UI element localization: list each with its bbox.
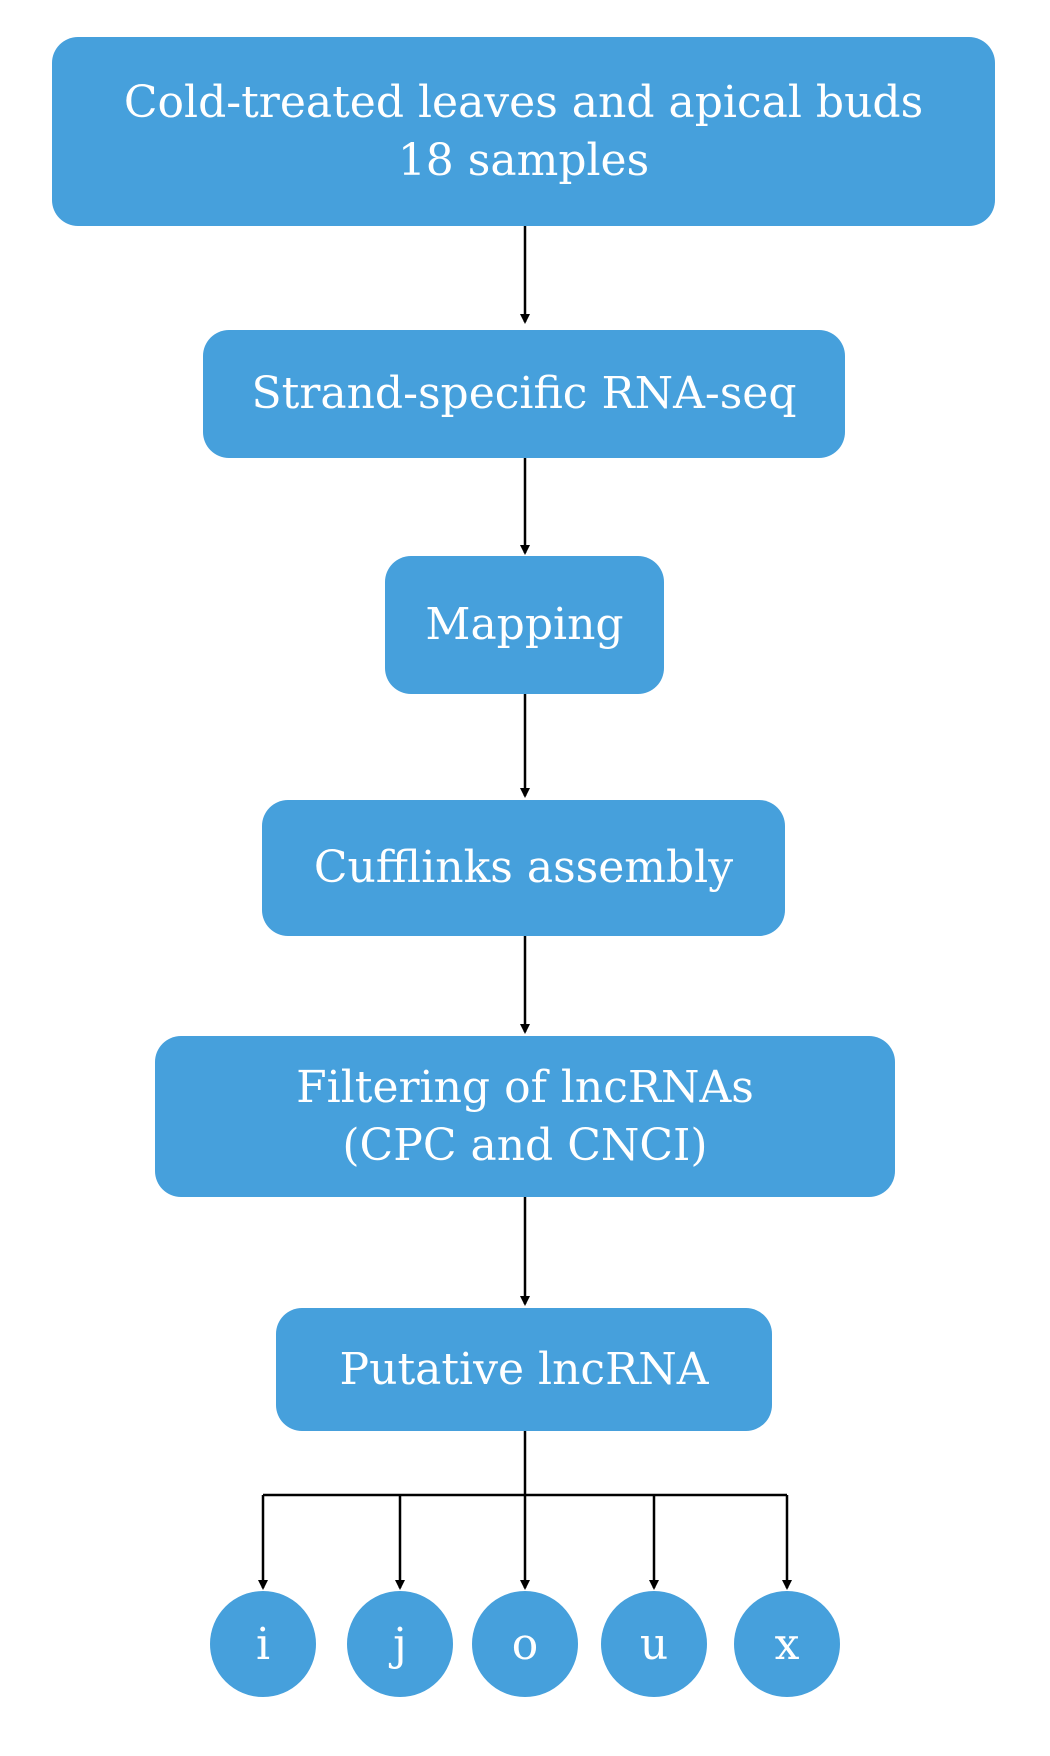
class-node-j-label: j	[393, 1618, 407, 1670]
step-samples: Cold-treated leaves and apical buds 18 s…	[52, 37, 995, 226]
step-filtering: Filtering of lncRNAs (CPC and CNCI)	[155, 1036, 895, 1197]
step-samples-line1: Cold-treated leaves and apical buds	[123, 76, 924, 128]
class-node-o: o	[472, 1591, 578, 1697]
class-node-i: i	[210, 1591, 316, 1697]
class-node-u: u	[601, 1591, 707, 1697]
class-node-u-label: u	[639, 1618, 669, 1670]
step-filtering-line1: Filtering of lncRNAs	[296, 1061, 754, 1113]
step-rna-seq: Strand-specific RNA-seq	[203, 330, 845, 458]
step-mapping: Mapping	[385, 556, 664, 694]
step-putative-lncrna-label: Putative lncRNA	[339, 1343, 709, 1395]
step-assembly: Cufflinks assembly	[262, 800, 785, 936]
step-mapping-label: Mapping	[425, 599, 624, 650]
class-node-j: j	[347, 1591, 453, 1697]
step-filtering-line2: (CPC and CNCI)	[342, 1119, 708, 1171]
step-samples-line2: 18 samples	[397, 134, 650, 186]
class-node-x: x	[734, 1591, 840, 1697]
class-node-o-label: o	[511, 1618, 539, 1670]
step-rna-seq-label: Strand-specific RNA-seq	[251, 368, 797, 419]
class-node-i-label: i	[255, 1618, 271, 1670]
step-putative-lncrna: Putative lncRNA	[276, 1308, 772, 1431]
class-node-x-label: x	[774, 1618, 800, 1670]
step-assembly-label: Cufflinks assembly	[313, 842, 734, 893]
